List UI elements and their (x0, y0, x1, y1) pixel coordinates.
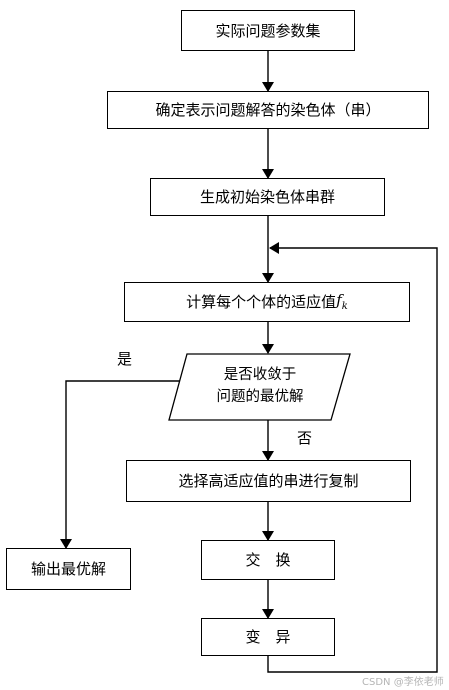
arrow-yes-to-output (60, 380, 182, 549)
output-box: 输出最优解 (6, 548, 131, 590)
problem-params-box: 实际问题参数集 (181, 10, 355, 51)
no-edge-label: 否 (297, 429, 313, 447)
init-pop-label: 生成初始染色体串群 (199, 188, 335, 206)
converge-line-1: 是否收敛于 (223, 367, 297, 383)
watermark: CSDN @李依老师 (362, 677, 444, 688)
crossover-box: 交 换 (201, 540, 335, 580)
encode-label: 确定表示问题解答的染色体（串） (155, 101, 381, 119)
select-label: 选择高适应值的串进行复制 (178, 472, 359, 490)
problem-params-label: 实际问题参数集 (215, 21, 321, 40)
fitness-subscript: k (341, 301, 348, 312)
select-box: 选择高适应值的串进行复制 (126, 460, 411, 502)
converge-line-2: 问题的最优解 (216, 389, 304, 405)
output-label: 输出最优解 (30, 560, 106, 578)
fitness-symbol: fk (336, 291, 348, 312)
crossover-label: 交 换 (245, 551, 291, 569)
fitness-label: 计算每个个体的适应值 (186, 293, 337, 311)
yes-edge-label: 是 (117, 350, 133, 368)
init-pop-box: 生成初始染色体串群 (150, 178, 385, 216)
converge-decision-text: 是否收敛于 问题的最优解 (179, 364, 341, 408)
mutation-label: 变 异 (245, 628, 291, 646)
encode-box: 确定表示问题解答的染色体（串） (107, 91, 429, 129)
loop-back-to-fitness (267, 242, 438, 673)
converge-decision-shape (168, 353, 351, 421)
mutation-box: 变 异 (201, 618, 335, 656)
